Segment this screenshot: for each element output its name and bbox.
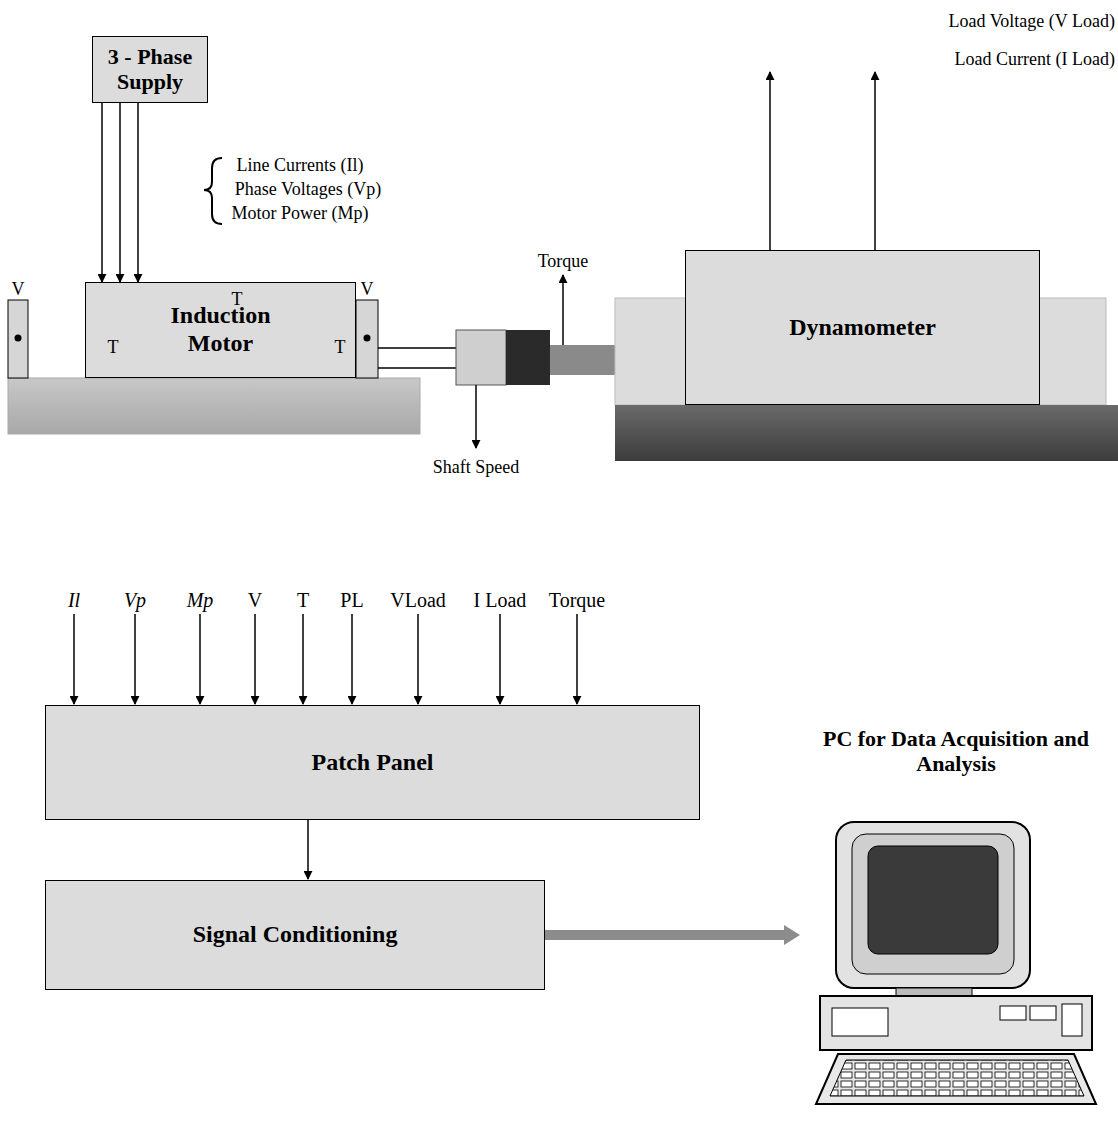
signal-label: Line Currents (Il)	[237, 156, 364, 176]
signal-label: V	[248, 589, 262, 611]
signal-label: I Load	[474, 589, 527, 611]
pc-node: PC for Data Acquisition and Analysis	[798, 722, 1114, 1108]
connector	[545, 925, 800, 945]
node-text: Signal Conditioning	[193, 921, 398, 949]
signal-label: VLoad	[390, 589, 446, 611]
signal-label: PL	[340, 589, 363, 611]
node-text: Patch Panel	[312, 749, 434, 777]
signal-label: Motor Power (Mp)	[232, 204, 369, 224]
signal-label: Shaft Speed	[433, 458, 519, 478]
node-text: Dynamometer	[789, 314, 936, 342]
signal-label: Vp	[124, 589, 146, 611]
signal-conditioning-box: Signal Conditioning	[45, 880, 545, 990]
signal-label: T	[108, 338, 119, 358]
patch-panel-box: Patch Panel	[45, 705, 700, 820]
signal-label: Load Voltage (V Load)	[949, 12, 1115, 32]
connector	[102, 103, 138, 282]
signal-label: T	[232, 290, 243, 310]
signal-label: Il	[68, 589, 80, 611]
signal-label: V	[12, 280, 25, 300]
computer-icon	[816, 822, 1096, 1104]
connector	[308, 820, 309, 879]
signal-label: Torque	[538, 252, 589, 272]
dynamometer-box: Dynamometer	[685, 250, 1040, 405]
signal-label: Torque	[549, 589, 605, 611]
motor-box: Induction Motor	[85, 282, 356, 378]
signal-label: Phase Voltages (Vp)	[235, 180, 381, 200]
signal-label: T	[335, 338, 346, 358]
signal-label: Load Current (I Load)	[955, 50, 1115, 70]
signal-label: V	[361, 280, 374, 300]
node-text: Induction Motor	[161, 302, 281, 357]
node-text: 3 - Phase Supply	[100, 44, 200, 95]
node-text: PC for Data Acquisition and Analysis	[806, 726, 1106, 777]
supply-box: 3 - Phase Supply	[92, 36, 208, 103]
signal-label: Mp	[187, 589, 214, 611]
signal-label: T	[297, 589, 309, 611]
